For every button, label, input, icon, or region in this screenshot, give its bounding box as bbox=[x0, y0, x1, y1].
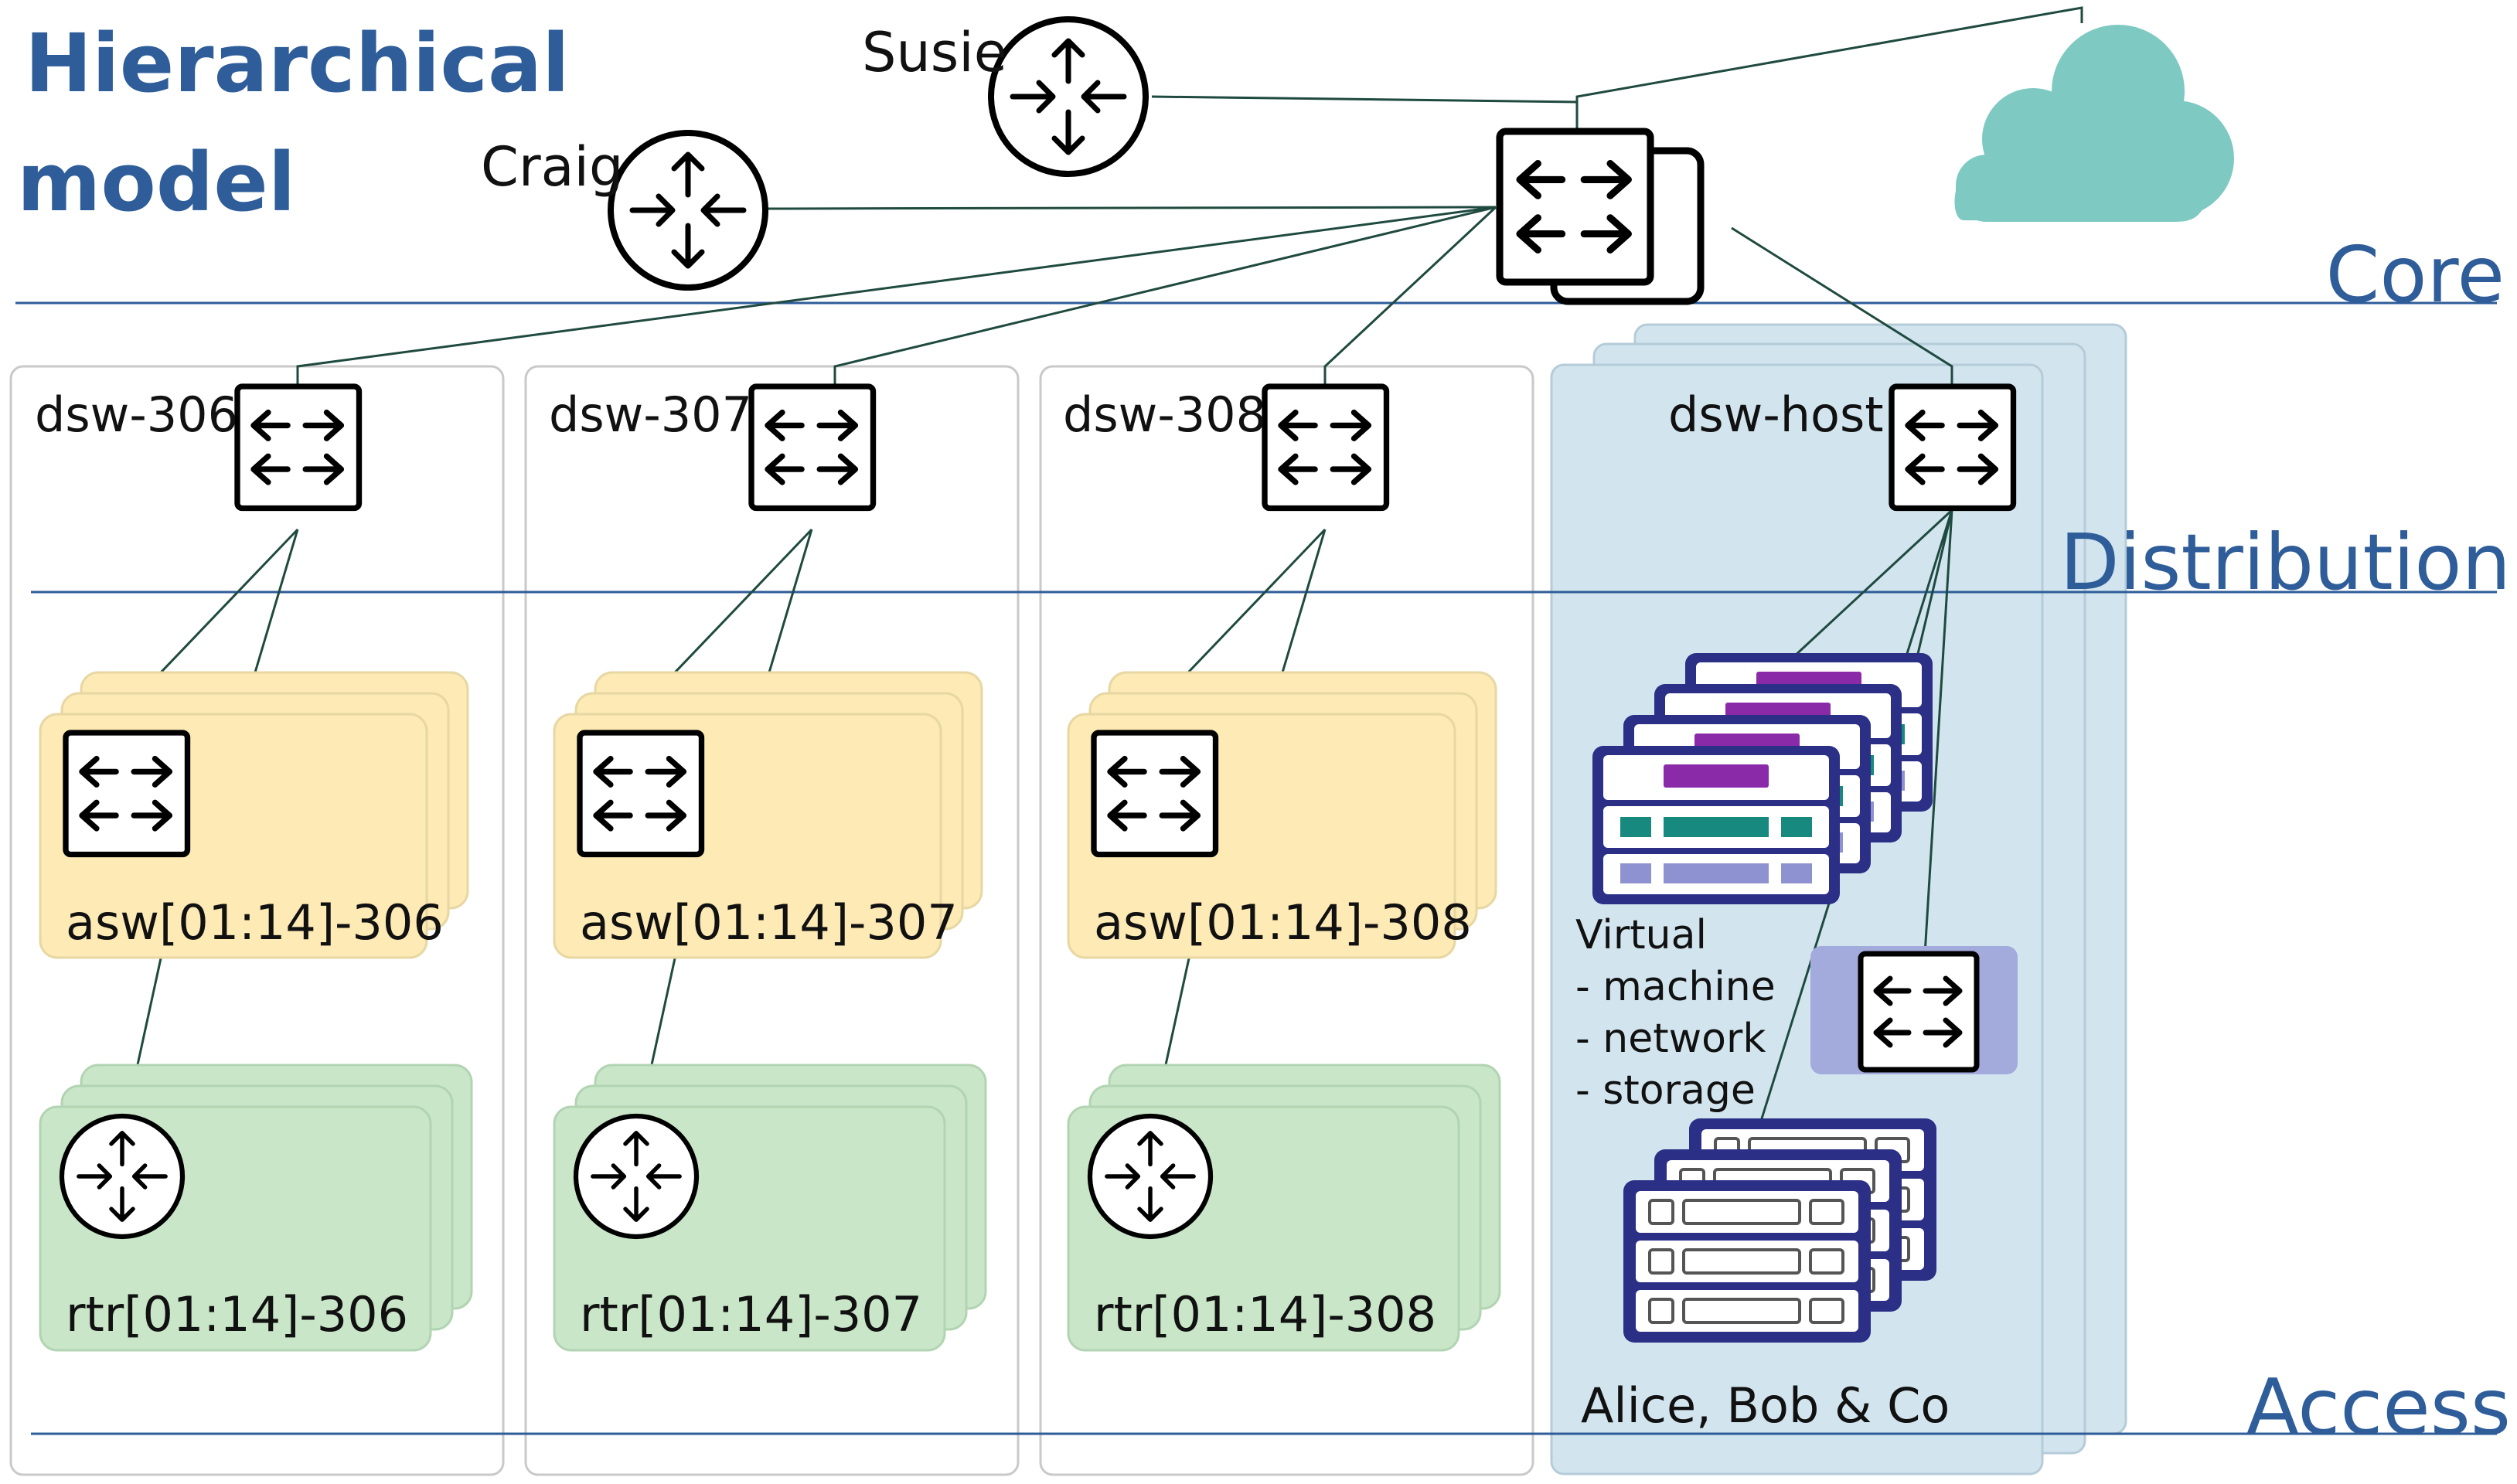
cloud-icon bbox=[1954, 25, 2234, 222]
distribution-switch-icon[interactable] bbox=[237, 386, 359, 509]
router-icon[interactable] bbox=[1090, 1116, 1211, 1237]
router-label-craig: Craig bbox=[481, 135, 623, 199]
distribution-switch-icon[interactable] bbox=[1892, 386, 2014, 509]
hosts-label: Alice, Bob & Co bbox=[1581, 1377, 1950, 1434]
distribution-tier-label: Distribution bbox=[2060, 517, 2511, 608]
distribution-switch-icon[interactable] bbox=[751, 386, 874, 509]
virtual-network-label: - network bbox=[1575, 1016, 1766, 1062]
router-icon[interactable] bbox=[576, 1116, 697, 1237]
dsw-host-label: dsw-host bbox=[1668, 386, 1884, 443]
router-label-susie: Susie bbox=[862, 21, 1007, 84]
virtual-machine-label: - machine bbox=[1575, 964, 1776, 1010]
diagram-title-line2: model bbox=[17, 135, 295, 230]
core-tier-label: Core bbox=[2326, 230, 2505, 320]
router-icon[interactable] bbox=[611, 133, 765, 288]
asw-307-label: asw[01:14]-307 bbox=[580, 894, 958, 951]
router-icon[interactable] bbox=[62, 1116, 182, 1237]
access-tier-label: Access bbox=[2246, 1362, 2511, 1452]
access-switch-icon[interactable] bbox=[66, 733, 188, 855]
dsw-308-label: dsw-308 bbox=[1063, 386, 1266, 443]
router-icon[interactable] bbox=[991, 19, 1146, 174]
core-switch-icon[interactable] bbox=[1500, 131, 1705, 305]
asw-308-label: asw[01:14]-308 bbox=[1094, 894, 1472, 951]
rtr-308-label: rtr[01:14]-308 bbox=[1094, 1286, 1436, 1343]
rtr-306-label: rtr[01:14]-306 bbox=[66, 1286, 408, 1343]
access-switch-icon[interactable] bbox=[580, 733, 702, 855]
virtual-label: Virtual bbox=[1575, 912, 1707, 958]
rtr-307-label: rtr[01:14]-307 bbox=[580, 1286, 922, 1343]
asw-306-label: asw[01:14]-306 bbox=[66, 894, 444, 951]
dsw-306-label: dsw-306 bbox=[35, 386, 238, 443]
server-rack-stack-icon bbox=[1622, 1117, 1938, 1344]
virtual-switch-icon[interactable] bbox=[1861, 954, 1977, 1070]
distribution-switch-icon[interactable] bbox=[1265, 386, 1387, 509]
dsw-307-label: dsw-307 bbox=[549, 386, 752, 443]
virtual-storage-label: - storage bbox=[1575, 1067, 1756, 1114]
access-switch-icon[interactable] bbox=[1094, 733, 1216, 855]
access-router-stack-307 bbox=[553, 1064, 987, 1352]
diagram-title-line1: Hierarchical bbox=[25, 16, 570, 111]
